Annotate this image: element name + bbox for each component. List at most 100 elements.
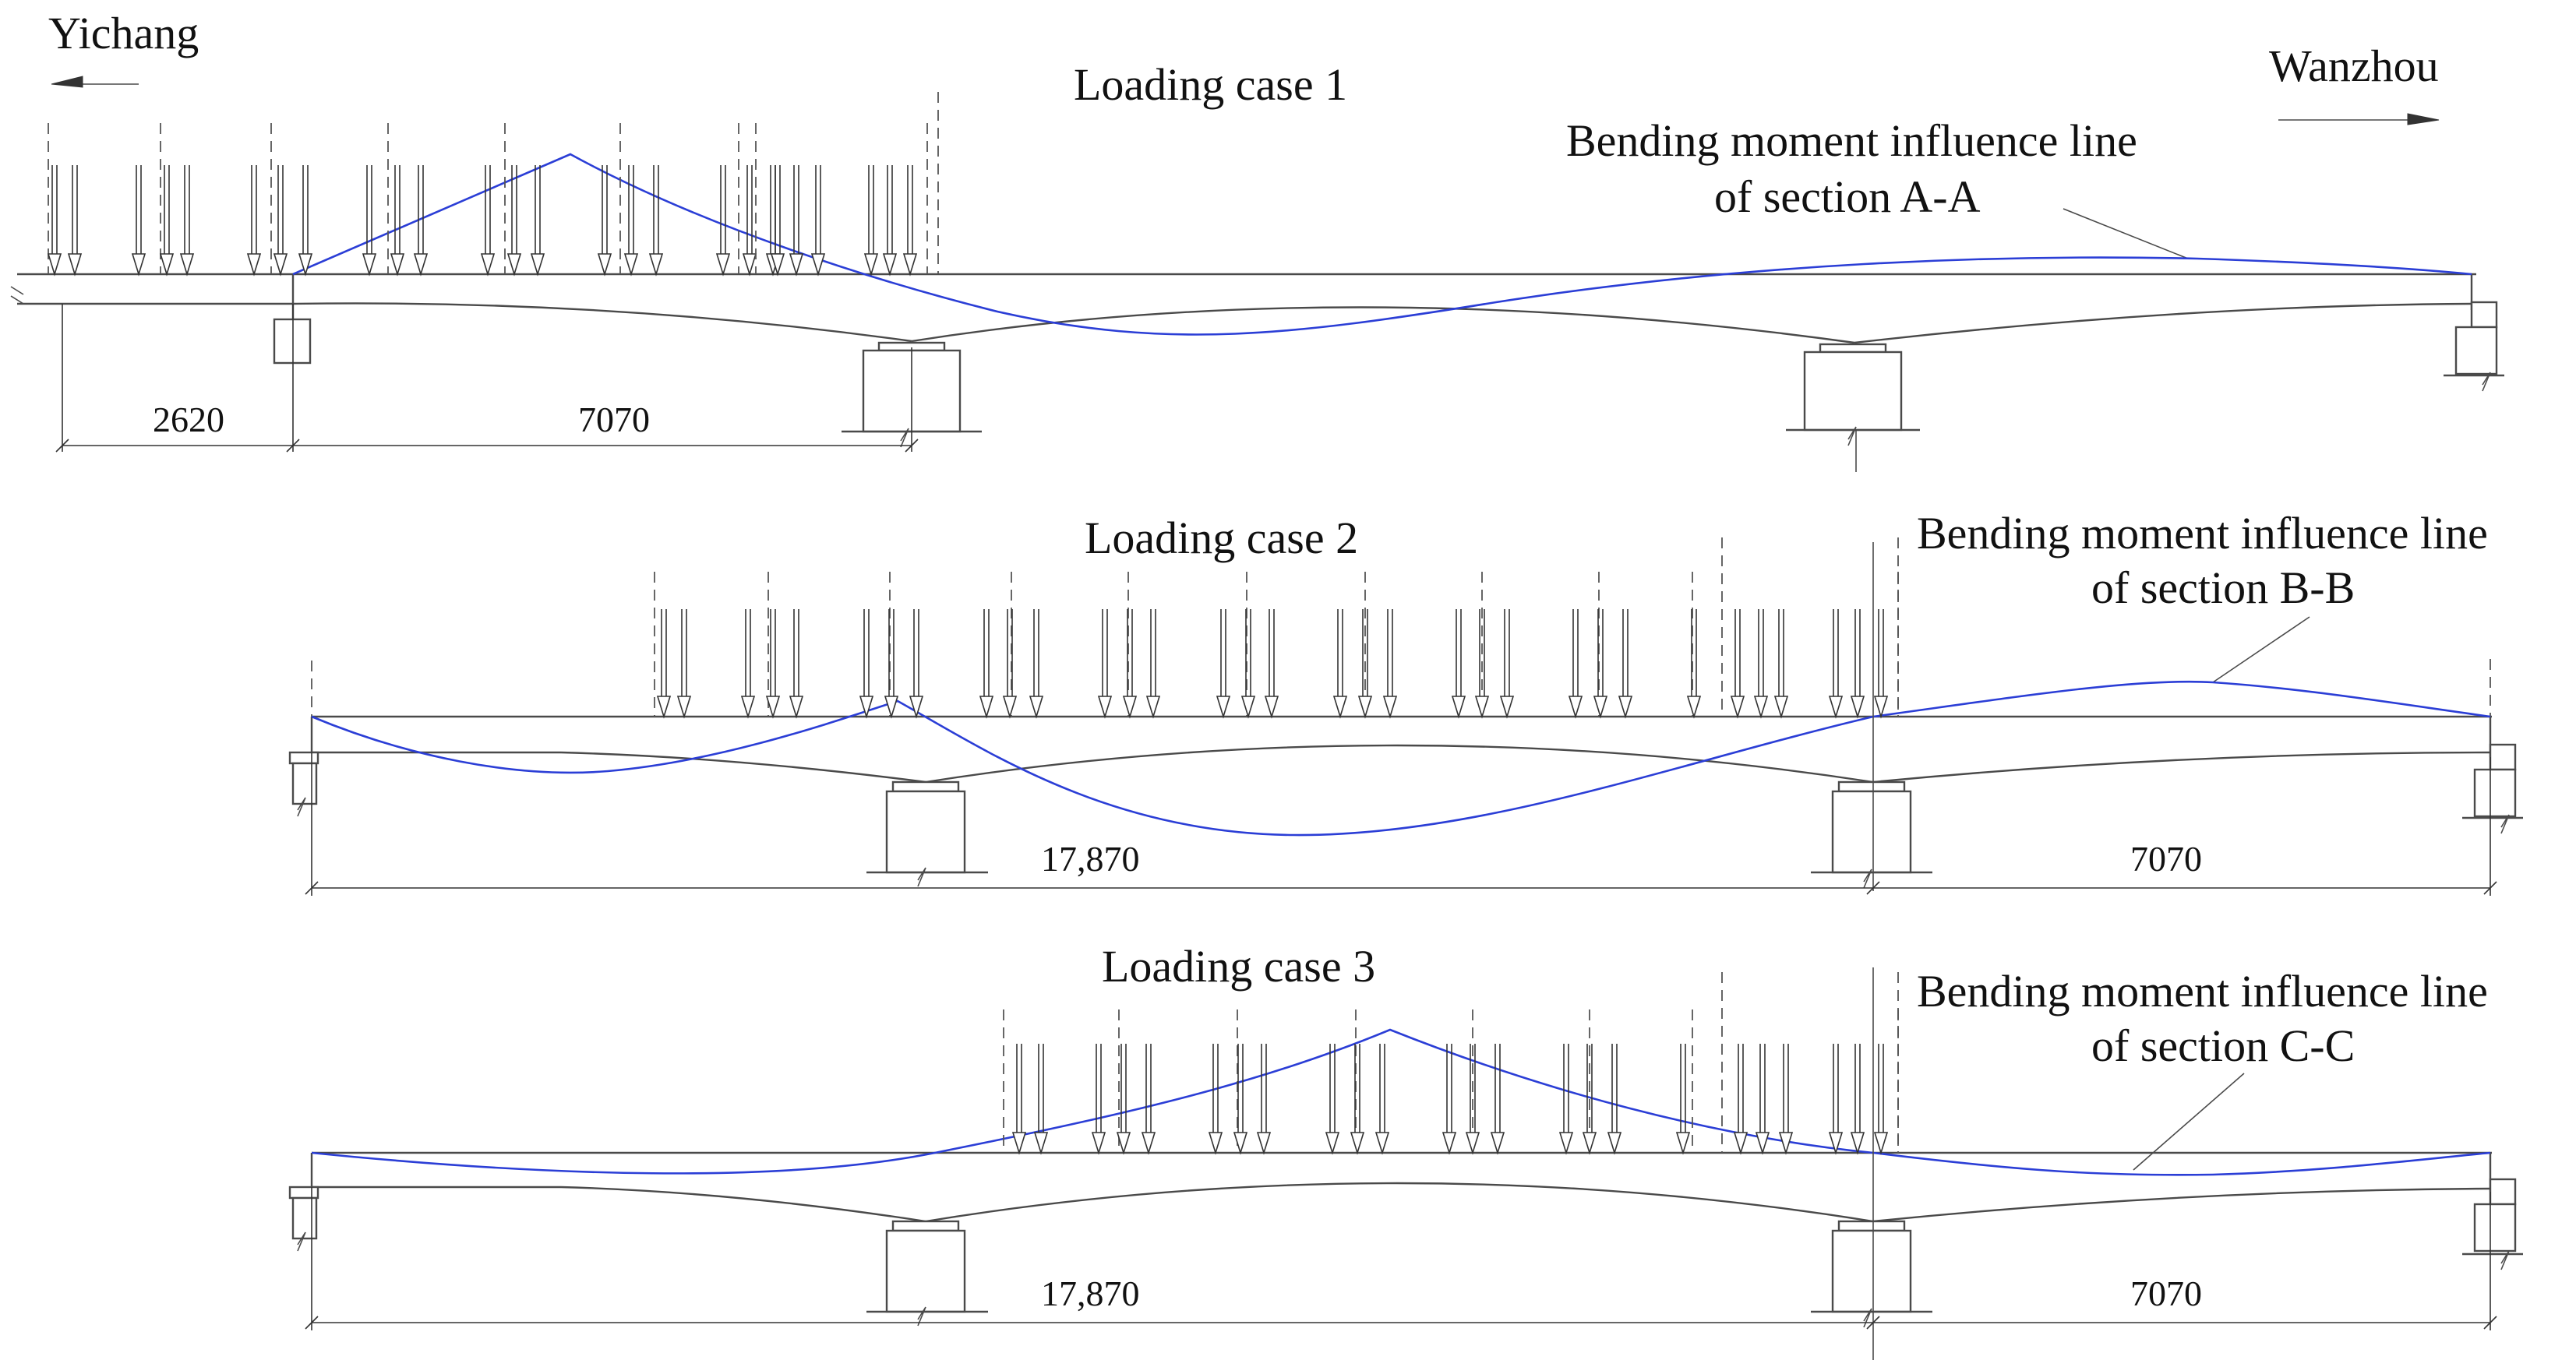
- load-arrow: [1850, 609, 1865, 719]
- case-1-load-columns: [47, 92, 939, 277]
- load-arrow: [1755, 1044, 1770, 1155]
- case-2-dimension: [305, 752, 2497, 896]
- load-arrow: [1582, 1044, 1597, 1155]
- case-2-abutment-left: [288, 751, 319, 817]
- direction-left-arrow: [51, 76, 139, 88]
- load-arrow: [979, 609, 994, 719]
- load-arrow: [1002, 609, 1018, 719]
- case-3-label-leader: [2133, 1073, 2245, 1171]
- load-arrow: [1350, 1044, 1365, 1155]
- load-arrow: [1382, 609, 1398, 719]
- case-1-girder: [10, 273, 2476, 344]
- case-3-pier-left: [866, 1220, 988, 1327]
- case-2-influence-label-line1: Bending moment influence line: [1917, 508, 2488, 558]
- load-arrow: [789, 609, 804, 719]
- load-arrow: [909, 609, 924, 719]
- case-2-pier-left: [866, 780, 988, 887]
- load-arrow: [789, 165, 804, 277]
- case-2-abutment-right: [2462, 743, 2523, 834]
- load-arrow: [1828, 609, 1844, 719]
- load-arrow: [1208, 1044, 1223, 1155]
- case-3-influence-label-line2: of section C-C: [2091, 1020, 2355, 1071]
- load-arrow: [1828, 1044, 1844, 1155]
- load-arrow: [67, 165, 83, 277]
- load-arrow: [159, 165, 175, 277]
- load-arrow: [859, 609, 874, 719]
- load-arrow: [1116, 1044, 1131, 1155]
- case-3-abutment-left: [288, 1186, 319, 1252]
- load-arrow: [506, 165, 522, 277]
- loading-case-3: Loading case 3 Bending moment influence …: [288, 941, 2523, 1360]
- load-arrow: [273, 165, 288, 277]
- load-arrow: [656, 609, 672, 719]
- load-arrow: [530, 165, 545, 277]
- case-3-abutment-right: [2462, 1178, 2523, 1270]
- case-1-label-leader: [2063, 208, 2189, 259]
- case-3-influence-label-line1: Bending moment influence line: [1917, 966, 2488, 1016]
- load-arrow: [131, 165, 146, 277]
- load-arrow: [1490, 1044, 1505, 1155]
- load-arrow: [480, 165, 496, 277]
- case-2-dim-2: 7070: [2130, 839, 2202, 879]
- case-2-load-columns: [654, 537, 1899, 719]
- load-arrow: [1033, 1044, 1049, 1155]
- load-arrow: [1011, 1044, 1027, 1155]
- load-arrow: [1593, 609, 1608, 719]
- load-arrow: [1568, 609, 1583, 719]
- load-arrow: [1332, 609, 1348, 719]
- load-arrow: [1730, 609, 1745, 719]
- load-arrow: [676, 609, 692, 719]
- load-arrow: [1256, 1044, 1272, 1155]
- case-1-abutment-right: [2444, 301, 2504, 392]
- load-arrow: [1499, 609, 1515, 719]
- load-arrow: [597, 165, 612, 277]
- case-1-influence-label-line2: of section A-A: [1714, 171, 1981, 222]
- load-arrow: [1097, 609, 1113, 719]
- case-1-dim-2: 7070: [578, 400, 650, 439]
- load-arrow: [1141, 1044, 1156, 1155]
- load-arrow: [362, 165, 377, 277]
- case-3-title: Loading case 3: [1102, 941, 1375, 992]
- load-arrow: [1145, 609, 1161, 719]
- load-arrow: [1618, 609, 1633, 719]
- case-2-influence-line: [311, 680, 2491, 837]
- case-1-dim-1: 2620: [153, 400, 224, 439]
- load-arrow: [1240, 609, 1256, 719]
- load-arrow: [902, 165, 918, 277]
- load-arrow: [623, 165, 639, 277]
- load-arrow: [1773, 609, 1789, 719]
- load-arrow: [298, 165, 313, 277]
- case-1-dimension: [55, 304, 919, 453]
- load-arrow: [810, 165, 826, 277]
- case-1-influence-label-line1: Bending moment influence line: [1566, 115, 2137, 166]
- load-arrow: [742, 165, 757, 277]
- load-arrow: [1442, 1044, 1457, 1155]
- load-arrow: [246, 165, 262, 277]
- case-2-girder: [310, 659, 2492, 784]
- case-3-girder: [310, 1151, 2492, 1223]
- load-arrow: [179, 165, 195, 277]
- case-3-dim-2: 7070: [2130, 1274, 2202, 1313]
- direction-right-arrow: [2278, 113, 2440, 125]
- load-arrow: [413, 165, 429, 277]
- case-1-bearing-left: [273, 274, 312, 365]
- load-arrow: [765, 609, 781, 719]
- direction-left-label: Yichang: [48, 8, 199, 58]
- load-arrow: [1451, 609, 1466, 719]
- load-arrow: [1675, 1044, 1691, 1155]
- load-arrow: [1778, 1044, 1794, 1155]
- load-arrow: [1607, 1044, 1622, 1155]
- load-arrow: [1733, 1044, 1749, 1155]
- load-arrow: [1465, 1044, 1480, 1155]
- load-arrow: [1873, 1044, 1889, 1155]
- case-3-dim-1: 17,870: [1041, 1274, 1140, 1313]
- loading-case-1: Loading case 1 Bending moment influence …: [10, 59, 2504, 472]
- case-1-influence-line: [292, 153, 2472, 336]
- load-arrow: [715, 165, 731, 277]
- direction-right-label: Wanzhou: [2269, 41, 2439, 91]
- case-2-pier-right: [1811, 780, 1932, 889]
- load-arrow: [648, 165, 664, 277]
- load-arrow: [1264, 609, 1279, 719]
- loading-case-2: Loading case 2 Bending moment influence …: [288, 508, 2523, 896]
